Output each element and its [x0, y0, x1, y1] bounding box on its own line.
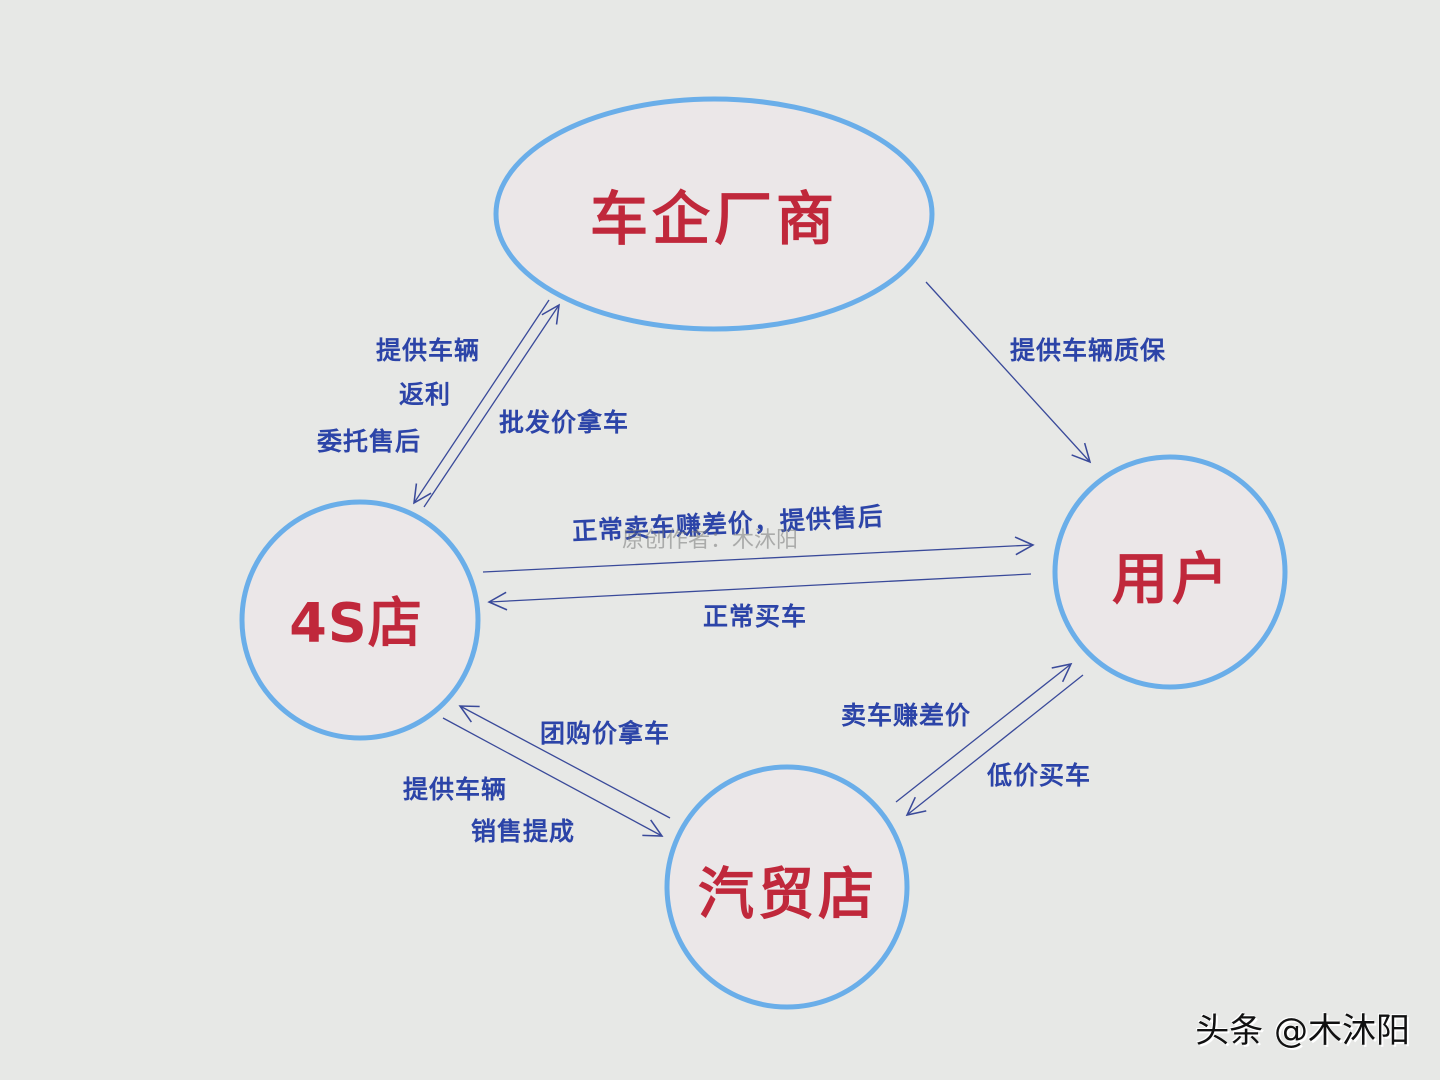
node-trade-shop-label: 汽贸店 [698, 862, 878, 928]
node-manufacturer-label: 车企厂商 [589, 185, 839, 253]
edge-label-sales-commission: 销售提成 [471, 817, 576, 846]
arrow-user-to-4s [487, 573, 1032, 611]
node-user-label: 用户 [1112, 547, 1232, 613]
node-4s-label: 4S店 [289, 591, 423, 655]
watermark-overlay: 原创作者：木沐阳 [622, 528, 799, 553]
edge-label-group-buy: 团购价拿车 [540, 719, 671, 748]
edge-label-rebate: 返利 [399, 380, 452, 409]
node-trade-shop-shape [664, 764, 910, 1010]
arrow-manufacturer-to-4s [413, 299, 550, 505]
author-credit-watermark: 头条 @木沐阳 [1195, 1011, 1410, 1051]
arrow-trade-to-4s [458, 705, 671, 819]
edge-label-provide-vehicles-2: 提供车辆 [403, 775, 508, 804]
edge-label-normal-buy: 正常买车 [703, 602, 808, 631]
edge-label-provide-vehicles: 提供车辆 [376, 336, 481, 365]
node-user-shape [1052, 454, 1288, 690]
edge-label-resell-margin: 卖车赚差价 [841, 701, 972, 730]
arrow-4s-to-trade [442, 717, 664, 837]
edge-label-low-price-buy: 低价买车 [987, 761, 1092, 790]
arrow-manufacturer-to-user [925, 281, 1092, 464]
node-4s-shape [239, 499, 481, 741]
edge-label-entrusted-aftersales: 委托售后 [317, 427, 422, 456]
arrow-user-to-trade [905, 674, 1084, 817]
arrow-trade-to-user [895, 662, 1073, 803]
node-manufacturer-shape [493, 96, 935, 332]
arrow-4s-to-manufacturer [423, 303, 560, 508]
arrow-4s-to-user [482, 536, 1035, 573]
edge-label-warranty: 提供车辆质保 [1010, 336, 1167, 365]
edge-label-wholesale-price: 批发价拿车 [499, 408, 630, 437]
